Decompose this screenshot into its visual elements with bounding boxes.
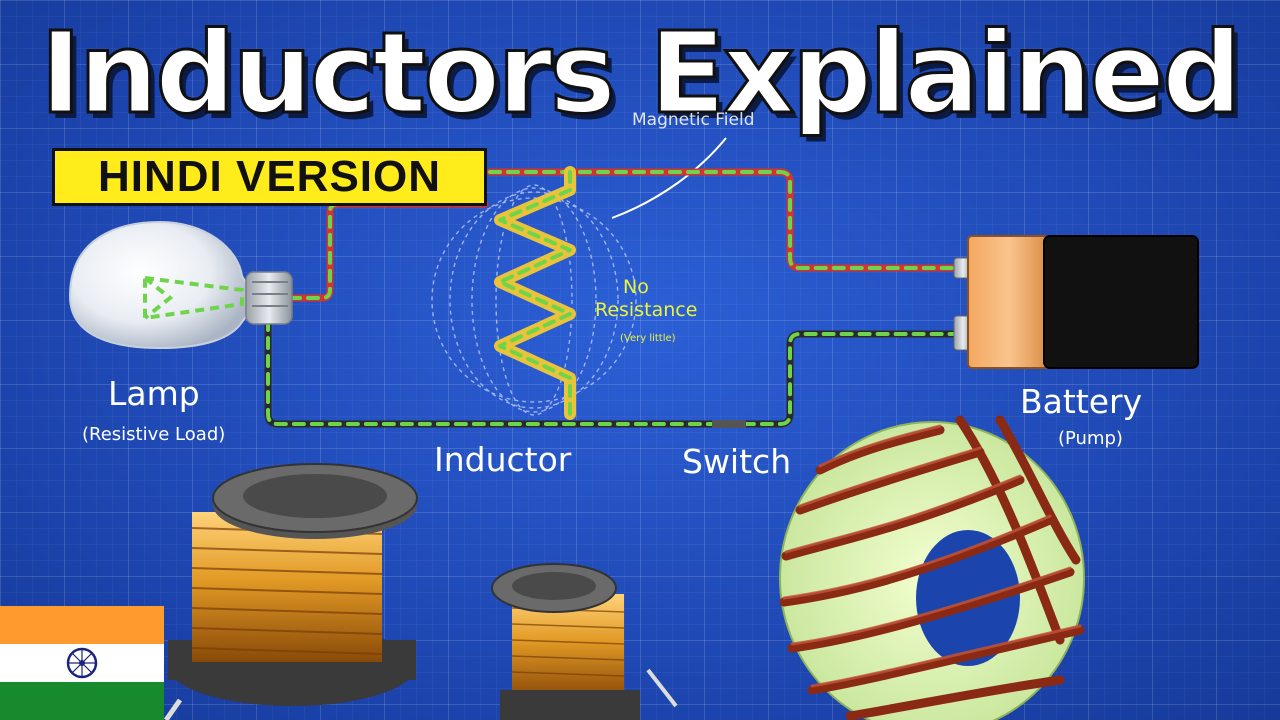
lamp-label: Lamp [108, 374, 200, 413]
battery [953, 235, 1199, 369]
inductor-coil [494, 166, 576, 420]
magnetic-field-pointer [611, 137, 727, 219]
very-little-label: (Very little) [620, 333, 676, 344]
toroidal-inductor-photo [779, 415, 1085, 720]
page-title: Inductors Explained [38, 9, 1243, 139]
inductor-label: Inductor [434, 440, 572, 479]
switch-label: Switch [682, 442, 792, 481]
small-inductor-photo [491, 563, 678, 720]
lamp-bulb [68, 220, 293, 350]
magnetic-field-label: Magnetic Field [632, 110, 755, 130]
switch-contact [712, 420, 746, 428]
battery-label: Battery [1020, 382, 1143, 421]
no-resistance-label-line1: No [623, 276, 649, 298]
lamp-sublabel: (Resistive Load) [82, 424, 226, 445]
battery-sublabel: (Pump) [1058, 428, 1123, 449]
negative-wire [264, 316, 962, 428]
magnetic-field-lines [431, 184, 637, 416]
hindi-version-badge: HINDI VERSION [52, 148, 487, 206]
no-resistance-label-line2: Resistance [595, 299, 698, 321]
india-flag-icon [0, 606, 164, 720]
large-inductor-photo [163, 463, 418, 720]
